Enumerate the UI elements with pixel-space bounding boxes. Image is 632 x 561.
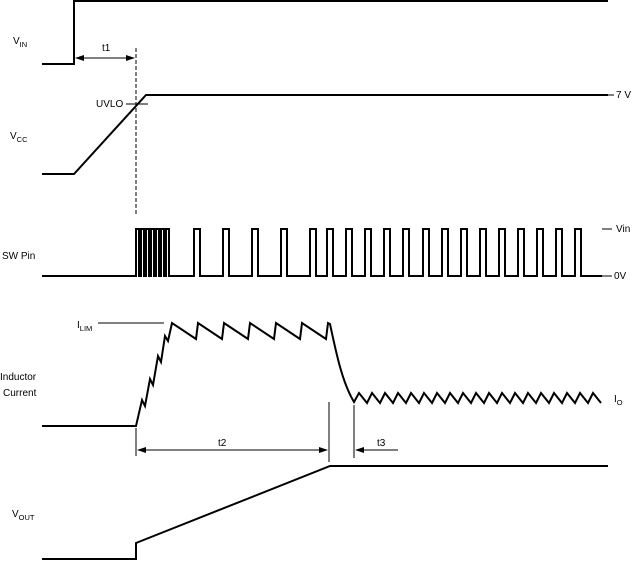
- inductor-label-line2: Current: [3, 388, 37, 399]
- sw-high-label: Vin: [616, 224, 630, 235]
- vout-trace: [42, 465, 608, 560]
- vout-label-sub: OUT: [19, 513, 35, 522]
- t1-arrow-left: [75, 55, 84, 61]
- vin-label-main: V: [13, 36, 20, 47]
- vout-label: VOUT: [12, 509, 35, 522]
- t2-arrow-left: [137, 447, 146, 453]
- vin-trace: [42, 0, 608, 65]
- t3-label: t3: [377, 438, 386, 449]
- uvlo-label: UVLO: [96, 99, 123, 110]
- ilim-label: ILIM: [77, 320, 92, 333]
- t3-arrow-left: [355, 447, 364, 453]
- t1-arrow-right: [126, 55, 135, 61]
- inductor-label-line1: Inductor: [0, 372, 37, 383]
- vin-label: VIN: [13, 36, 27, 49]
- vcc-trace: [42, 94, 608, 175]
- vout-label-main: V: [12, 509, 19, 520]
- sw-pin-trace: [42, 228, 602, 277]
- inductor-current-trace: [42, 321, 602, 427]
- vcc-label: VCC: [10, 131, 28, 144]
- t2-label: t2: [218, 438, 227, 449]
- vcc-level-label: 7 V: [616, 90, 631, 101]
- vin-label-sub: IN: [20, 40, 28, 49]
- ilim-label-main: I: [77, 320, 80, 331]
- ilim-label-sub: LIM: [80, 324, 93, 333]
- io-label-main: I: [614, 394, 617, 405]
- io-label-sub: O: [617, 398, 623, 407]
- sw-low-label: 0V: [614, 271, 627, 282]
- io-label: IO: [614, 394, 623, 407]
- vcc-label-sub: CC: [17, 135, 28, 144]
- t2-arrow-right: [319, 447, 328, 453]
- vcc-label-main: V: [10, 131, 17, 142]
- t1-label: t1: [102, 43, 111, 54]
- sw-pin-label: SW Pin: [2, 251, 35, 262]
